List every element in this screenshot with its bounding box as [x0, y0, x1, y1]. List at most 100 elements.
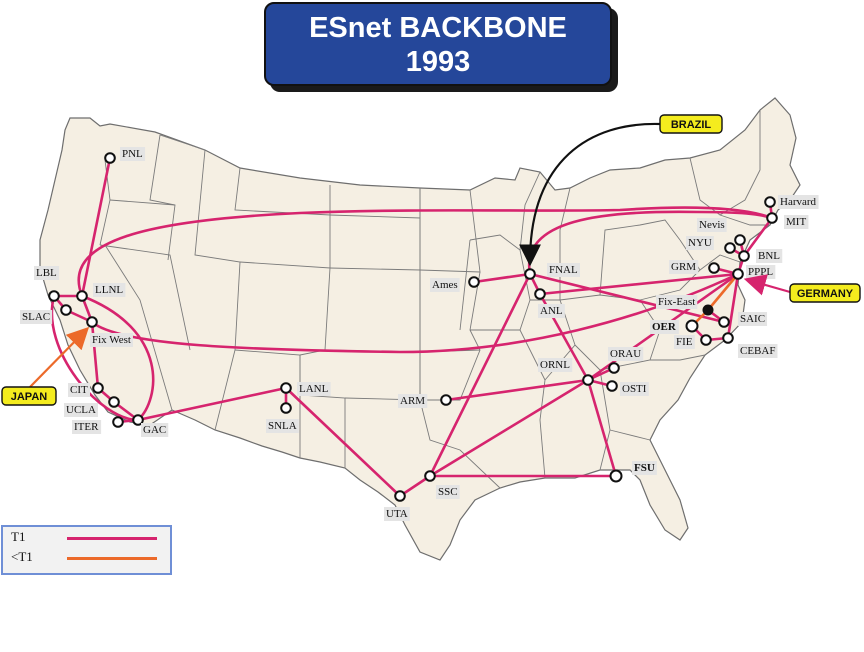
site-label-bg-saic	[738, 312, 768, 326]
site-label-bg-pnl	[120, 147, 146, 161]
site-label-anl: ANL	[540, 305, 563, 317]
site-label-iter: ITER	[74, 421, 99, 433]
site-node-pppl	[732, 268, 744, 280]
site-label-bg-ucla	[64, 403, 98, 417]
link-lanl-uta	[284, 386, 402, 498]
site-node-lbl	[48, 290, 60, 302]
site-label-osti: OSTI	[622, 383, 647, 395]
site-label-bg-cebaf	[738, 344, 778, 358]
site-label-arm: ARM	[400, 395, 425, 407]
site-label-bg-ornl	[538, 358, 573, 372]
t1-links	[50, 156, 774, 498]
site-node-nyu	[724, 242, 736, 254]
site-label-gac: GAC	[143, 424, 166, 436]
site-label-bg-cit	[68, 383, 90, 397]
link-arm-ornl	[444, 378, 590, 402]
site-node-fixe	[702, 304, 714, 316]
site-label-fie: FIE	[676, 336, 693, 348]
callout-arrow-japan	[29, 326, 90, 388]
site-node-pnl	[104, 152, 116, 164]
site-label-bg-lanl	[297, 382, 331, 396]
site-label-lbl: LBL	[36, 267, 57, 279]
site-label-bg-grm	[669, 260, 699, 274]
callout-label-brazil: BRAZIL	[671, 119, 712, 131]
callout-label-japan: JAPAN	[11, 391, 48, 403]
site-label-bg-iter	[72, 420, 102, 434]
site-label-bg-anl	[538, 304, 565, 318]
site-label-ornl: ORNL	[540, 359, 570, 371]
callout-label-germany: GERMANY	[797, 288, 854, 300]
link-pppl-cebaf	[726, 272, 740, 340]
site-label-lanl: LANL	[299, 383, 329, 395]
link-ssc-fnal	[428, 272, 532, 478]
link-gac-lanl	[136, 386, 288, 422]
site-node-nevis	[734, 234, 746, 246]
site-label-grm: GRM	[671, 261, 696, 273]
site-label-bg-uta	[384, 507, 410, 521]
site-node-anl	[534, 288, 546, 300]
site-label-bg-osti	[620, 382, 649, 396]
site-node-oer	[685, 319, 699, 333]
link-bnl-mit	[742, 216, 774, 258]
link-ames-fnal	[472, 272, 532, 284]
site-label-bg-fie	[674, 335, 695, 349]
site-label-nyu: NYU	[688, 237, 712, 249]
link-uta-ssc	[398, 474, 432, 498]
site-node-snla	[280, 402, 292, 414]
site-node-iter	[112, 416, 124, 428]
site-label-cit: CIT	[70, 384, 88, 396]
site-node-cit	[92, 382, 104, 394]
site-label-cebaf: CEBAF	[740, 345, 775, 357]
legend-swatch-t1	[67, 537, 157, 540]
callout-box-japan	[1, 386, 57, 406]
site-label-bg-fixw	[90, 333, 133, 347]
site-node-fnal	[524, 268, 536, 280]
site-node-osti	[606, 380, 618, 392]
site-node-ornl	[582, 374, 594, 386]
site-node-arm	[440, 394, 452, 406]
site-node-ssc	[424, 470, 436, 482]
site-label-harvard: Harvard	[780, 196, 817, 208]
site-label-bg-bnl	[756, 249, 783, 263]
site-node-saic	[718, 316, 730, 328]
site-label-llnl: LLNL	[95, 284, 123, 296]
loop-fnal-mit	[527, 210, 774, 276]
site-label-bg-fsu	[632, 461, 657, 475]
site-label-bg-fixe	[656, 295, 698, 309]
site-node-mit	[766, 212, 778, 224]
site-label-pnl: PNL	[122, 148, 143, 160]
site-node-fixw	[86, 316, 98, 328]
site-label-mit: MIT	[786, 216, 806, 228]
site-label-bg-ssc	[436, 485, 460, 499]
site-label-bg-ames	[430, 278, 460, 292]
site-label-snla: SNLA	[268, 420, 297, 432]
site-node-grm	[708, 262, 720, 274]
site-node-uta	[394, 490, 406, 502]
title-year: 1993	[405, 46, 471, 78]
site-node-llnl	[76, 290, 88, 302]
loop-lbl-gac	[50, 294, 140, 422]
site-label-fixw: Fix West	[92, 334, 131, 346]
site-label-orau: ORAU	[610, 348, 641, 360]
site-label-oer: OER	[652, 321, 677, 333]
link-anl-pppl	[538, 272, 740, 296]
site-label-bg-lbl	[34, 266, 60, 280]
legend-label-sub-t1: <T1	[11, 549, 33, 564]
title-main: ESnet BACKBONE	[309, 12, 567, 44]
site-label-ames: Ames	[432, 279, 458, 291]
site-label-uta: UTA	[386, 508, 408, 520]
site-label-bg-gac	[141, 423, 169, 437]
site-label-ucla: UCLA	[66, 404, 96, 416]
loop-llnl-mit	[77, 206, 774, 298]
site-label-bg-orau	[608, 347, 644, 361]
loop-llnl-gac	[80, 294, 155, 422]
site-label-nevis: Nevis	[699, 219, 725, 231]
legend: T1 <T1	[1, 525, 172, 575]
site-label-bg-slac	[20, 310, 53, 324]
callouts: BRAZIL JAPAN GERMANY	[1, 114, 861, 406]
site-node-harvard	[764, 196, 776, 208]
sub-link-pppl-fixe	[707, 273, 739, 311]
